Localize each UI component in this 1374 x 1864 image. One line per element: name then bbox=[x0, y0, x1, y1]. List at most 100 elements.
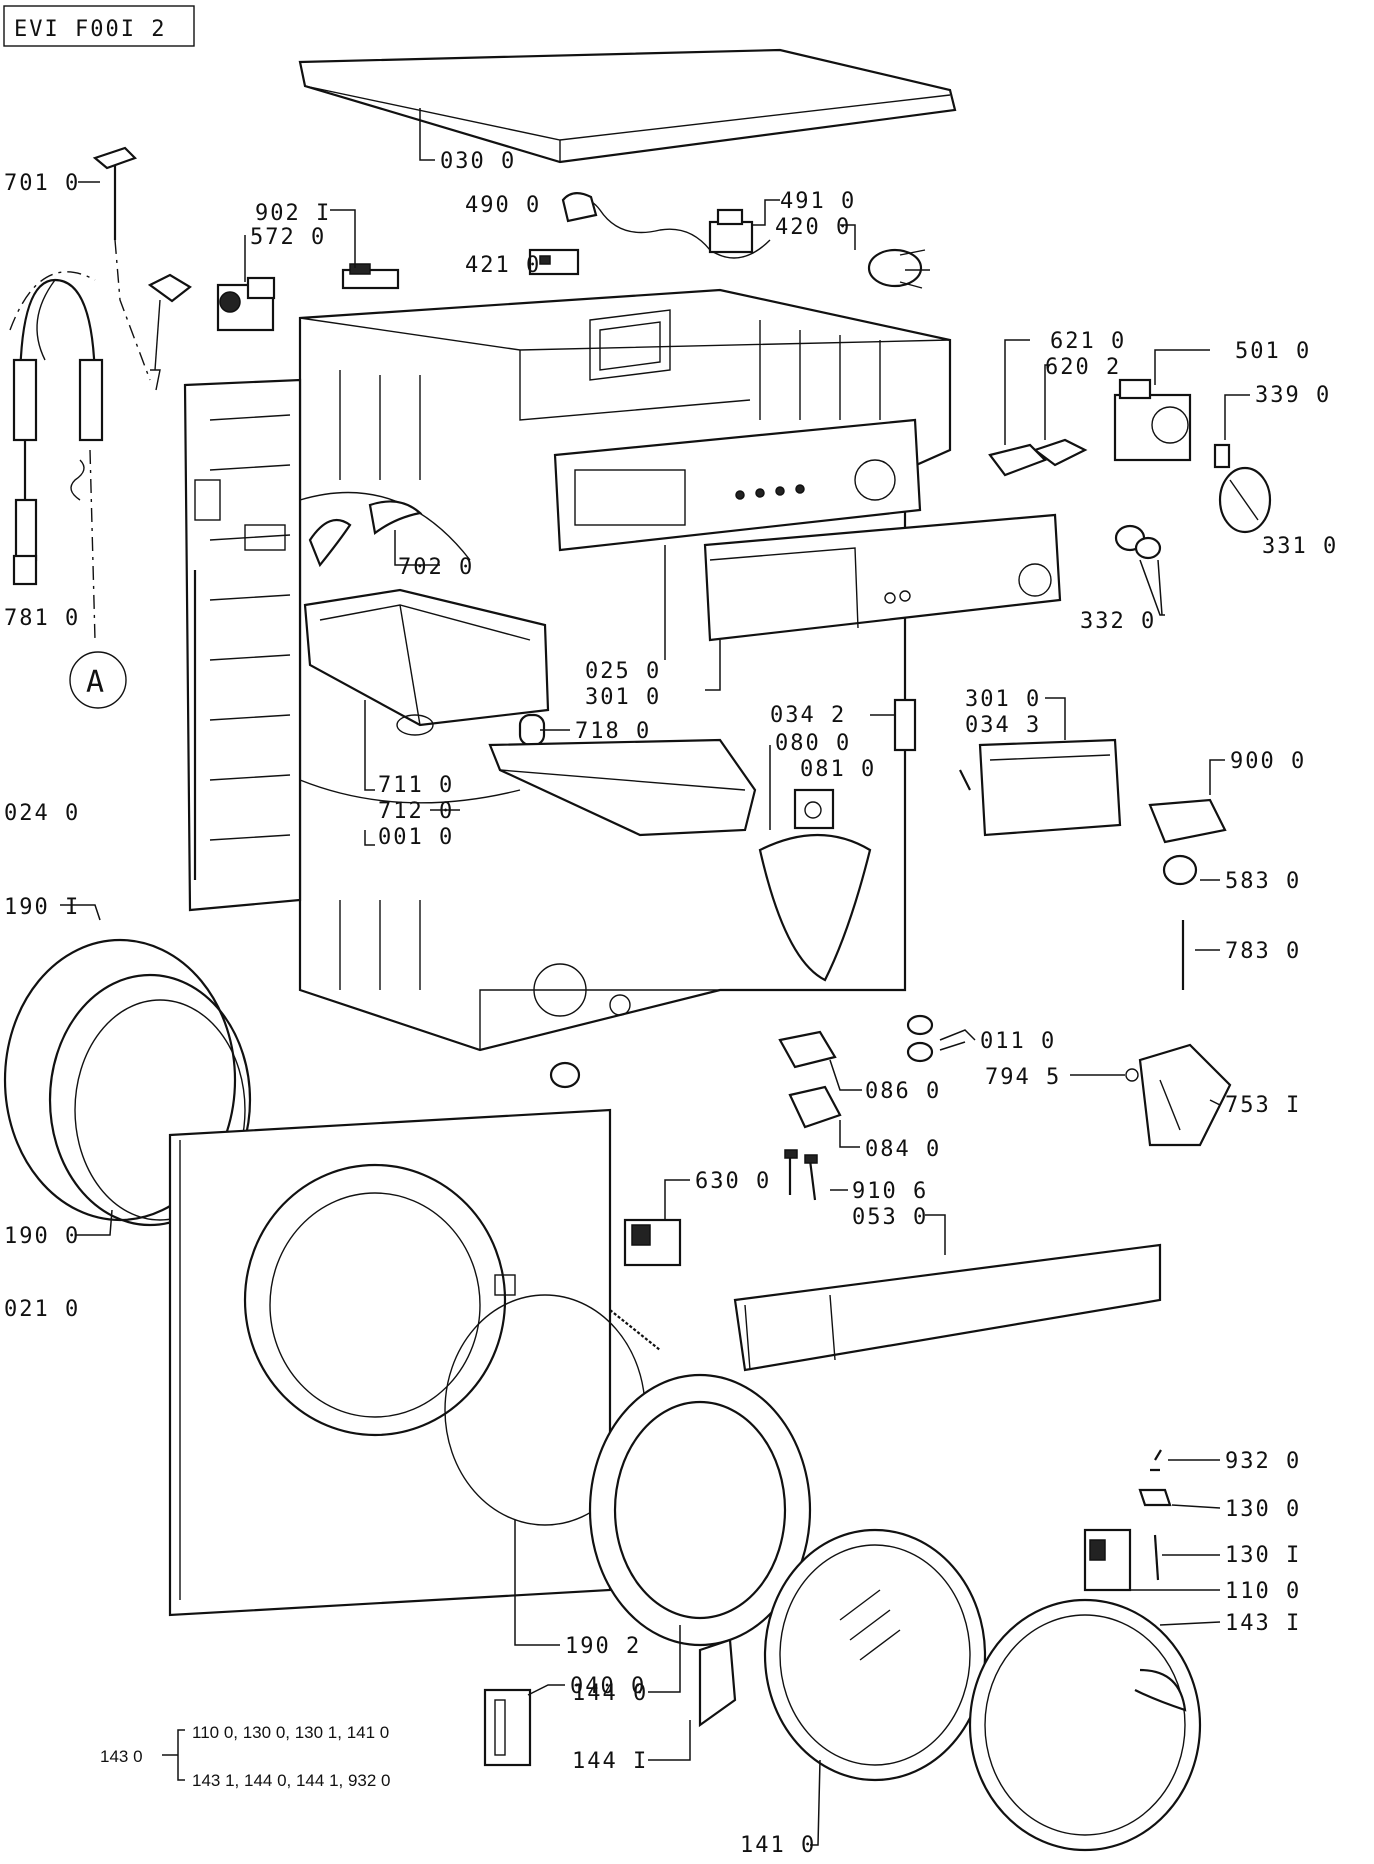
label-084: 084 0 bbox=[865, 1137, 941, 1162]
door-outer-frame bbox=[968, 1598, 1202, 1852]
support-086 bbox=[778, 1030, 837, 1069]
switch-621 bbox=[988, 443, 1047, 477]
label-900: 900 0 bbox=[1230, 749, 1306, 774]
screw-932 bbox=[1150, 1449, 1162, 1472]
label-332: 332 0 bbox=[1080, 609, 1156, 634]
part-labels: 030 0 490 0 491 0 420 0 421 0 701 0 902 … bbox=[4, 149, 1338, 1858]
ring-080 bbox=[758, 834, 872, 982]
label-910: 910 6 bbox=[852, 1179, 928, 1204]
top-cover bbox=[298, 48, 957, 164]
label-501: 501 0 bbox=[1235, 339, 1311, 364]
feet-011 bbox=[549, 1014, 934, 1089]
door-handle bbox=[483, 1688, 532, 1767]
label-491: 491 0 bbox=[780, 189, 856, 214]
label-034-2: 034 2 bbox=[770, 703, 846, 728]
interference-suppressor bbox=[341, 263, 400, 290]
label-141: 141 0 bbox=[740, 1833, 816, 1858]
label-025: 025 0 bbox=[585, 659, 661, 684]
label-339: 339 0 bbox=[1255, 383, 1331, 408]
label-620: 620 2 bbox=[1045, 355, 1121, 380]
label-572: 572 0 bbox=[250, 225, 326, 250]
label-701: 701 0 bbox=[4, 171, 80, 196]
label-144-0: 144 0 bbox=[572, 1681, 648, 1706]
capacitor-420 bbox=[867, 248, 930, 289]
pin-034-3 bbox=[959, 769, 971, 791]
fascia-301 bbox=[978, 738, 1122, 837]
label-902: 902 I bbox=[255, 201, 331, 226]
lock-tab bbox=[1138, 1488, 1172, 1507]
label-190: 190 0 bbox=[4, 1224, 80, 1249]
noise-filter bbox=[708, 208, 754, 254]
front-panel bbox=[168, 1108, 612, 1617]
inlet-valve bbox=[216, 276, 276, 332]
label-034-3: 034 3 bbox=[965, 713, 1041, 738]
label-712: 712 0 bbox=[378, 799, 454, 824]
label-001: 001 0 bbox=[378, 825, 454, 850]
kick-panel bbox=[733, 1243, 1162, 1372]
dispenser-drawer bbox=[488, 738, 757, 837]
label-932: 932 0 bbox=[1225, 1449, 1301, 1474]
side-panel bbox=[183, 378, 302, 912]
pressure-switch-900 bbox=[1148, 798, 1227, 844]
hose-clamp bbox=[308, 500, 423, 568]
label-130: 130 0 bbox=[1225, 1497, 1301, 1522]
label-021: 021 0 bbox=[4, 1297, 80, 1322]
door-lock bbox=[1083, 1528, 1132, 1592]
kit-line-1: 110 0, 130 0, 130 1, 141 0 bbox=[192, 1723, 389, 1742]
label-301-b: 301 0 bbox=[965, 687, 1041, 712]
label-110: 110 0 bbox=[1225, 1579, 1301, 1604]
program-knob bbox=[1218, 466, 1272, 534]
pressure-switch-hose bbox=[147, 273, 192, 391]
label-143-1: 143 I bbox=[1225, 1611, 1301, 1636]
sheet-code-box: EVI F00I 2 bbox=[3, 5, 195, 47]
label-080: 080 0 bbox=[775, 731, 851, 756]
motor-081 bbox=[793, 788, 835, 830]
kit-line-2: 143 1, 144 0, 144 1, 932 0 bbox=[192, 1771, 391, 1790]
label-040: 040 0 bbox=[570, 1674, 646, 1699]
label-718: 718 0 bbox=[575, 719, 651, 744]
label-781: 781 0 bbox=[4, 606, 80, 631]
door-inner-frame bbox=[588, 1373, 812, 1647]
heater-753 bbox=[1138, 1043, 1232, 1147]
control-panel bbox=[703, 513, 1062, 642]
label-702: 702 0 bbox=[398, 555, 474, 580]
kit-list: 143 0 110 0, 130 0, 130 1, 141 0 143 1, … bbox=[100, 1723, 391, 1790]
label-331: 331 0 bbox=[1262, 534, 1338, 559]
door-interlock-421 bbox=[528, 248, 580, 276]
label-190-1: 190 I bbox=[4, 895, 80, 920]
switch-620 bbox=[1032, 438, 1088, 467]
label-621: 621 0 bbox=[1050, 329, 1126, 354]
label-081: 081 0 bbox=[800, 757, 876, 782]
callout-a: A bbox=[69, 449, 127, 709]
inlet-hose bbox=[92, 146, 151, 381]
door-glass bbox=[763, 1528, 987, 1782]
lock-pin bbox=[1153, 1534, 1160, 1581]
switch-339 bbox=[1213, 443, 1231, 469]
sheet-code: EVI F00I 2 bbox=[14, 17, 166, 42]
hose-coil bbox=[9, 271, 104, 586]
support-084 bbox=[788, 1085, 842, 1129]
label-086: 086 0 bbox=[865, 1079, 941, 1104]
label-144-1: 144 I bbox=[572, 1749, 648, 1774]
label-130-1: 130 I bbox=[1225, 1543, 1301, 1568]
label-490: 490 0 bbox=[465, 193, 541, 218]
label-024: 024 0 bbox=[4, 801, 80, 826]
label-030: 030 0 bbox=[440, 149, 516, 174]
screws-910 bbox=[784, 1149, 818, 1201]
door-hinge bbox=[698, 1638, 737, 1728]
power-cord bbox=[561, 192, 771, 259]
label-753: 753 I bbox=[1225, 1093, 1301, 1118]
label-190-2: 190 2 bbox=[565, 1634, 641, 1659]
buttons-332 bbox=[1114, 524, 1162, 560]
label-301-a: 301 0 bbox=[585, 685, 661, 710]
label-011: 011 0 bbox=[980, 1029, 1056, 1054]
callout-a-letter: A bbox=[86, 665, 104, 700]
door-switch bbox=[623, 1218, 682, 1267]
label-794: 794 5 bbox=[985, 1065, 1061, 1090]
label-583: 583 0 bbox=[1225, 869, 1301, 894]
kit-code: 143 0 bbox=[100, 1747, 143, 1766]
detergent-dispenser bbox=[303, 588, 550, 736]
label-420: 420 0 bbox=[775, 215, 851, 240]
label-421: 421 0 bbox=[465, 253, 541, 278]
